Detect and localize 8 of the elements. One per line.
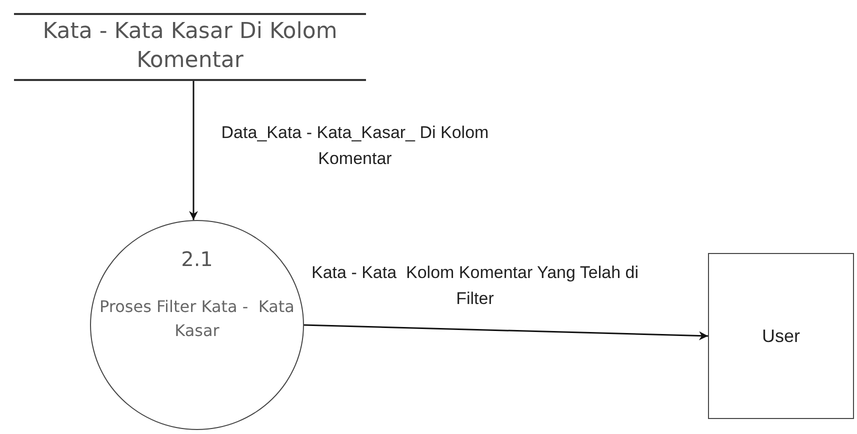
data-store bbox=[14, 13, 366, 81]
process-number: 2.1 bbox=[181, 247, 213, 271]
process-label: Proses Filter Kata - Kata Kasar bbox=[98, 296, 296, 342]
arrow bbox=[304, 324, 708, 340]
entity-box bbox=[708, 253, 854, 419]
arrow bbox=[189, 81, 198, 220]
entity-label: User bbox=[762, 326, 800, 346]
store-label: Kata - Kata Kasar Di Kolom Komentar bbox=[42, 18, 338, 75]
